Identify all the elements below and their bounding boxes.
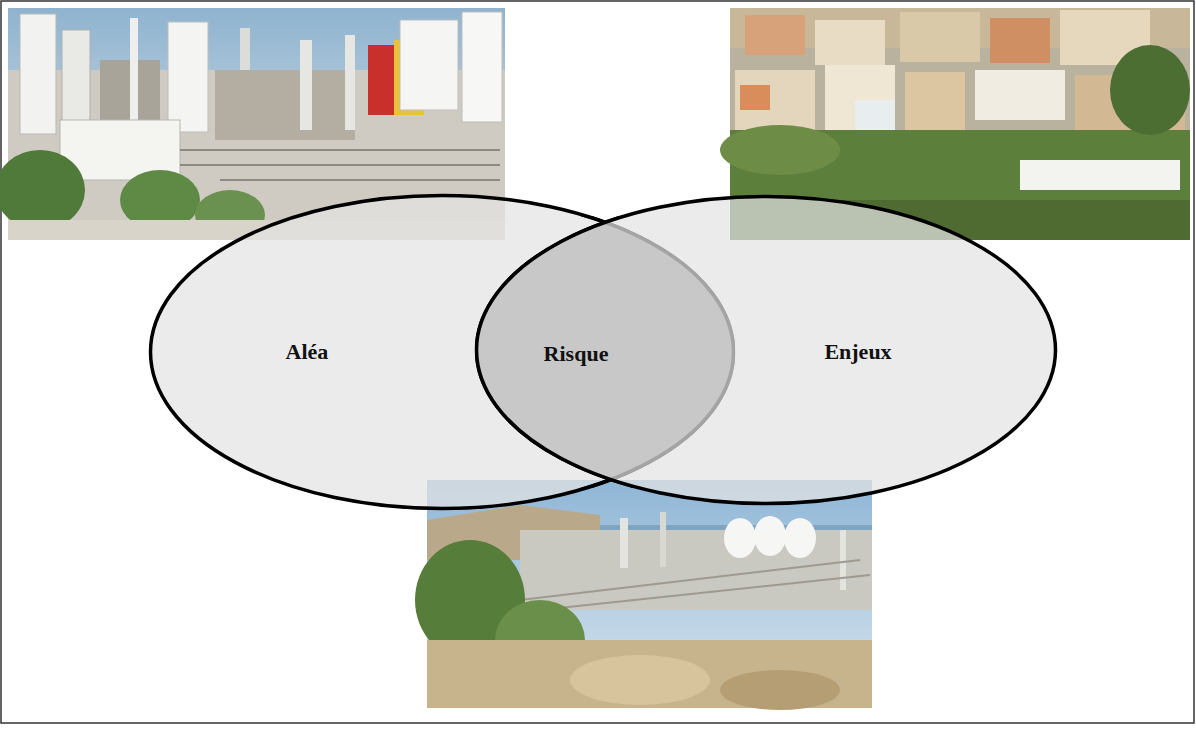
node-label: Enjeux [824, 339, 894, 365]
coast-plant-photo [415, 480, 872, 710]
node-label: Risque [544, 341, 611, 367]
node-label: Aléa [286, 339, 331, 365]
lens-border [477, 216, 736, 488]
ellipse-shape [477, 197, 1056, 504]
